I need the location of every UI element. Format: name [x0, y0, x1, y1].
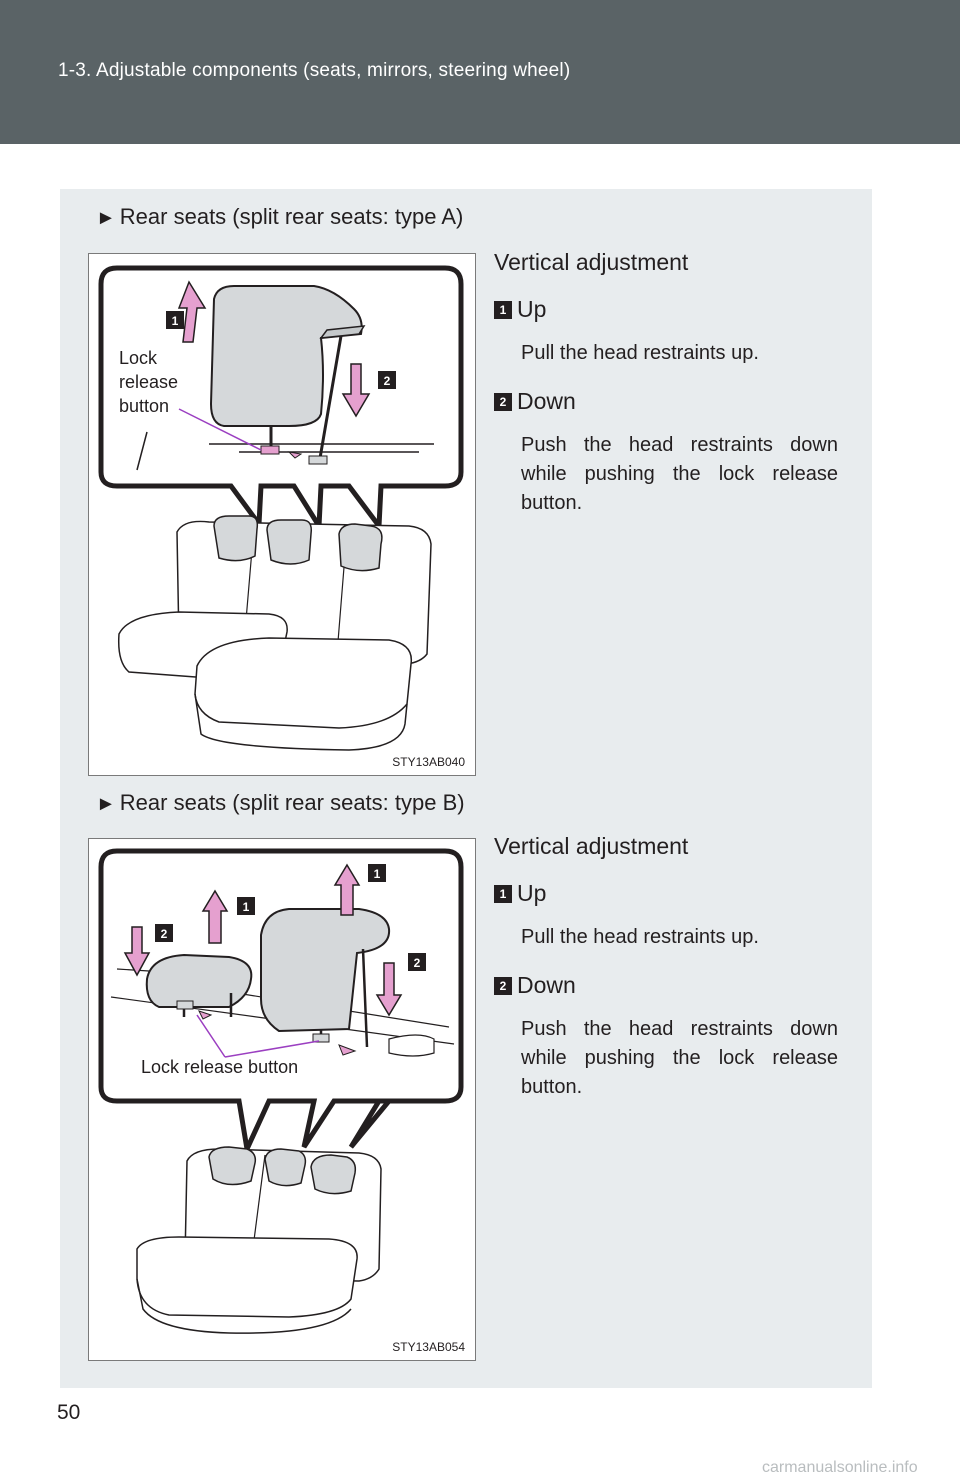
page-header: 1-3. Adjustable components (seats, mirro… [0, 0, 960, 144]
section-a-text: Vertical adjustment 1 Up Pull the head r… [494, 249, 838, 518]
push-arrow-icon [338, 1044, 357, 1056]
vertical-adjustment-title: Vertical adjustment [494, 833, 689, 859]
figure-b-illustration: 2 1 1 2 [98, 848, 464, 1334]
item-down-desc: Push the head restraints down while push… [521, 1018, 838, 1098]
section-b-text: Vertical adjustment 1 Up Pull the head r… [494, 833, 838, 1102]
push-arrow-icon [198, 1010, 213, 1020]
item-up: 1 Up [494, 296, 838, 323]
triangle-right-icon: ► [96, 207, 116, 229]
lock-release-label: Lock release button [141, 1057, 299, 1077]
push-arrow-icon [287, 451, 303, 459]
seat-cushion-base [194, 693, 408, 751]
head-restraint-left [145, 953, 253, 1008]
up-arrow-icon [177, 280, 207, 343]
item-down-label: Down [517, 388, 576, 414]
item-down-label: Down [517, 972, 576, 998]
badge-down-bg [378, 371, 396, 389]
badge-up-bg [368, 864, 386, 882]
section-b-title: Rear seats (split rear seats: type B) [119, 790, 465, 815]
lock-release-button-right [312, 1033, 330, 1043]
badge-1: 1 [494, 884, 512, 903]
leader-line [196, 1014, 320, 1058]
seat-head-restraint-center [266, 519, 313, 565]
section-b-title-row: ►Rear seats (split rear seats: type B) [96, 790, 465, 816]
lock-release-label: Lock release button [119, 348, 179, 416]
seat-head-restraint-right [310, 1154, 357, 1195]
vertical-adjustment-title: Vertical adjustment [494, 249, 689, 275]
seat-head-restraint-left [208, 1146, 257, 1186]
badge-up: 1 [243, 900, 250, 914]
figure-a: 1 2 Lock release button STY13AB040 [88, 253, 476, 776]
lock-release-button-left [176, 1000, 194, 1010]
down-arrow-icon [375, 962, 403, 1017]
badge-down: 2 [384, 374, 391, 388]
head-restraint-edge [319, 325, 366, 339]
badge-down-bg [155, 924, 173, 942]
seat-head-restraint-center [264, 1148, 307, 1187]
badge-down-bg [408, 953, 426, 971]
section-a-title-row: ►Rear seats (split rear seats: type A) [96, 204, 463, 230]
figure-a-illustration: 1 2 [98, 265, 464, 751]
stay-holder [308, 455, 328, 465]
lock-release-button [260, 445, 280, 455]
item-up-label: Up [517, 880, 547, 906]
head-restraint-right [260, 908, 391, 1033]
header-title: 1-3. Adjustable components (seats, mirro… [58, 60, 571, 81]
badge-2: 2 [494, 392, 512, 411]
item-down: 2 Down [494, 388, 838, 415]
figure-b: 2 1 1 2 Lock release button STY13AB054 [88, 838, 476, 1361]
seat-cushion-right [194, 637, 413, 729]
badge-down: 2 [161, 927, 168, 941]
item-down: 2 Down [494, 972, 838, 999]
watermark[interactable]: carmanualsonline.info [762, 1459, 918, 1476]
item-up: 1 Up [494, 880, 838, 907]
seat-pocket [388, 1034, 435, 1057]
badge-up: 1 [374, 867, 381, 881]
badge-up-bg [166, 311, 184, 329]
up-arrow-icon [201, 889, 229, 944]
leader-line [178, 408, 262, 451]
up-arrow-icon [333, 863, 361, 916]
badge-1: 1 [494, 300, 512, 319]
item-up-desc: Pull the head restraints up. [521, 926, 759, 948]
figure-code: STY13AB040 [392, 755, 465, 769]
section-a-title: Rear seats (split rear seats: type A) [119, 204, 464, 229]
seat-cushion-base [136, 1278, 352, 1334]
item-up-desc: Pull the head restraints up. [521, 342, 759, 364]
seat-edge-line [136, 431, 148, 471]
seat-head-restraint-left [213, 515, 259, 562]
badge-up-bg [237, 897, 255, 915]
badge-down: 2 [414, 956, 421, 970]
badge-2: 2 [494, 976, 512, 995]
item-down-desc: Push the head restraints down while push… [521, 434, 838, 514]
figure-code: STY13AB054 [392, 1340, 465, 1354]
seat-cushion [136, 1236, 358, 1318]
item-up-label: Up [517, 296, 547, 322]
triangle-right-icon: ► [96, 793, 116, 815]
down-arrow-icon [341, 363, 371, 418]
page-number: 50 [57, 1401, 81, 1424]
badge-up: 1 [172, 314, 179, 328]
seat-head-restraint-right [338, 523, 383, 572]
down-arrow-icon [123, 926, 151, 977]
